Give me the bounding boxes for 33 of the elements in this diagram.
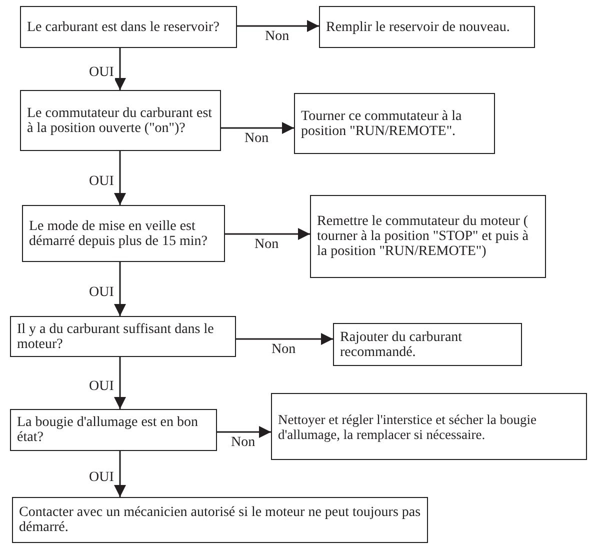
- arrow: [236, 333, 333, 345]
- arrow: [114, 151, 126, 205]
- box-text: La bougie d'allumage est en bon état?: [17, 415, 199, 445]
- decision-box: [20, 90, 221, 151]
- arrow: [114, 48, 126, 90]
- arrow: [114, 262, 126, 316]
- decision-box: [10, 409, 217, 451]
- arrow: [221, 122, 294, 134]
- box-text: Le mode de mise en veille est démarré depuis plus de 15 min?: [29, 218, 208, 248]
- decision-box: [10, 316, 236, 357]
- arrow: [237, 20, 319, 32]
- box-text: Remettre le commutateur du moteur ( tourner à la position "STOP" et puis à la position "RUN/REMOTE"): [317, 214, 530, 259]
- box-text: Remplir le reservoir de nouveau.: [326, 20, 510, 34]
- box-text: Nettoyer et régler l'interstice et sécher la bougie d'allumage, la remplacer si nécessaire.: [278, 412, 538, 442]
- edge-label: OUI: [88, 65, 115, 80]
- box-text: Contacter avec un mécanicien autorisé si le moteur ne peut toujours pas démarré.: [19, 505, 421, 535]
- box-text: Il y a du carburant suffisant dans le moteur?: [17, 322, 215, 352]
- action-box: [310, 195, 546, 278]
- arrow: [114, 451, 126, 497]
- box-text: Rajouter du carburant recommandé.: [340, 330, 464, 360]
- decision-box: [20, 6, 237, 48]
- box-text: Tourner ce commutateur à la position "RUN/REMOTE".: [301, 108, 463, 138]
- box-text: Le carburant est dans le reservoir?: [27, 20, 220, 34]
- box-text: Le commutateur du carburant est à la position ouverte ("on")?: [27, 106, 214, 136]
- arrow: [217, 426, 271, 438]
- arrow: [114, 357, 126, 409]
- action-box: [271, 393, 587, 460]
- decision-box: [22, 205, 225, 262]
- action-box: [333, 323, 522, 366]
- arrow: [225, 228, 310, 240]
- action-box: [294, 93, 495, 154]
- action-box: [12, 497, 428, 543]
- action-box: [319, 6, 535, 48]
